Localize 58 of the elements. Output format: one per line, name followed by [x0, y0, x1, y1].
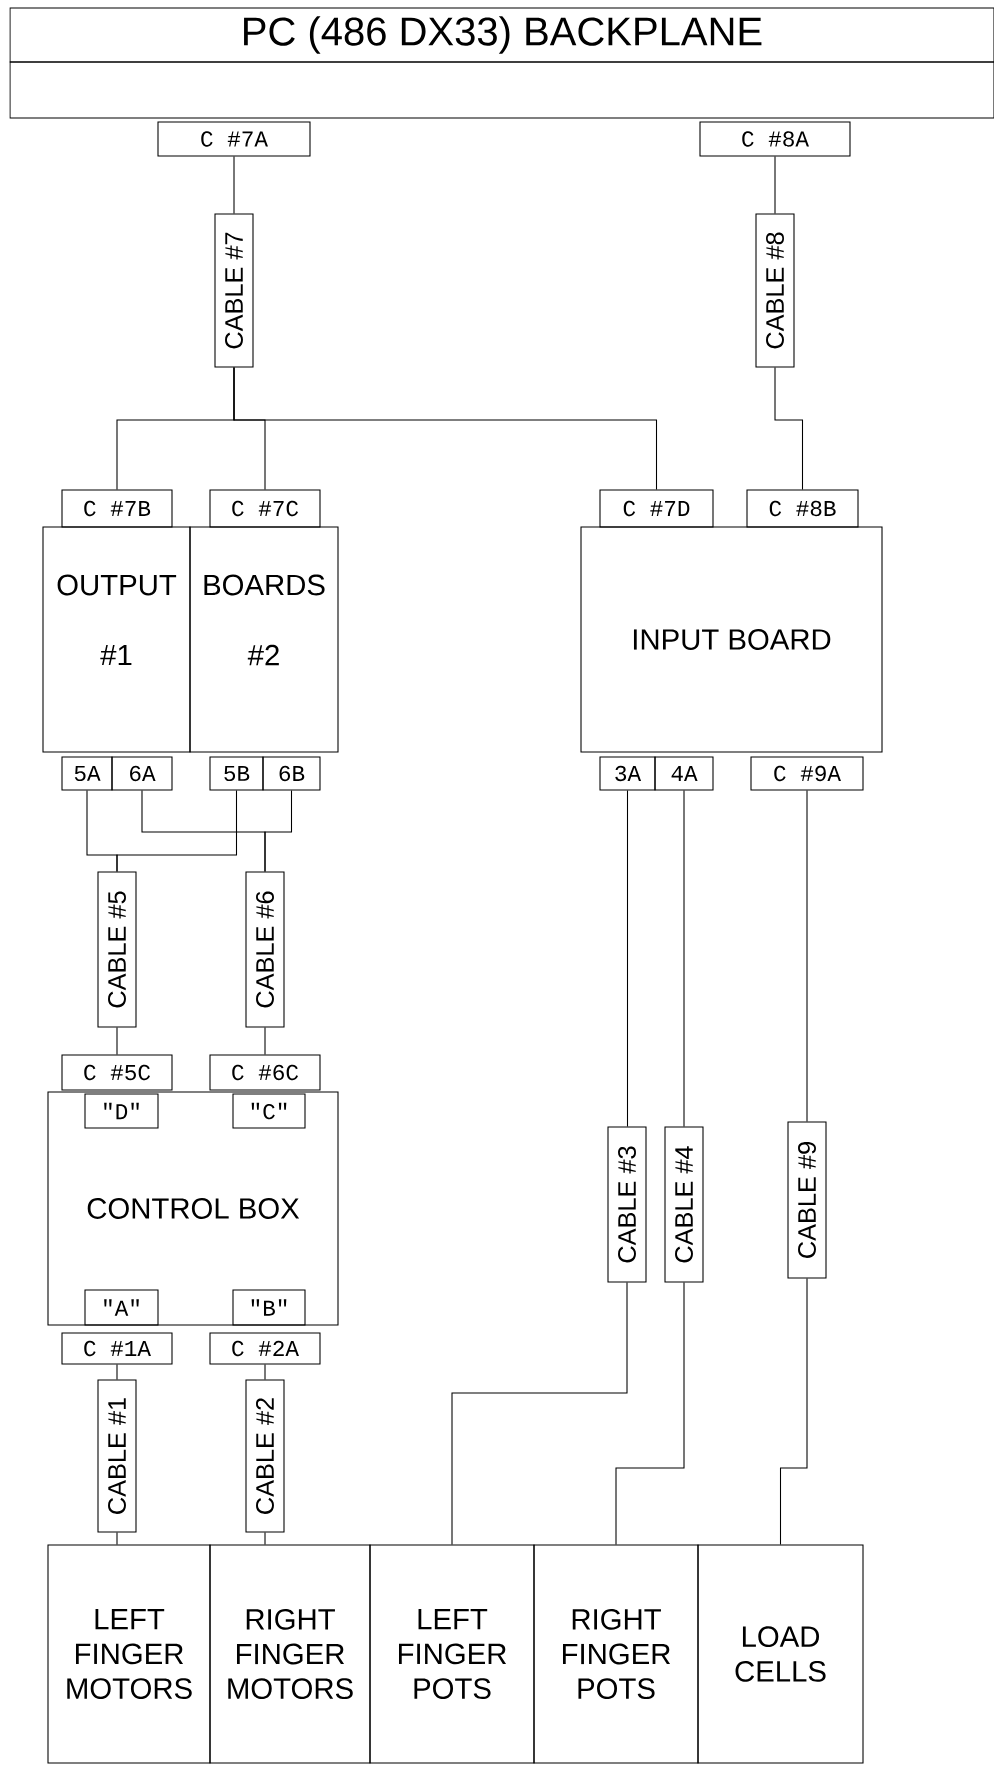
cable-label: CABLE #8	[755, 213, 795, 368]
port-box: "A"	[84, 1289, 159, 1326]
cable-line	[683, 790, 685, 1127]
connector-box: C #7A	[157, 121, 311, 157]
slot-band	[9, 61, 994, 119]
cable-line	[264, 1027, 266, 1055]
cable-label: CABLE #6	[245, 871, 285, 1028]
cable-line	[779, 1278, 808, 1545]
cable-line	[264, 790, 293, 872]
cable-label: CABLE #7	[214, 213, 254, 368]
cable-line	[116, 790, 238, 872]
device-box: LEFT FINGER POTS	[369, 1544, 535, 1764]
connector-box: C #8B	[746, 489, 859, 528]
cable-line	[264, 1364, 266, 1380]
connector-box: 4A	[654, 756, 714, 791]
connector-box: C #7D	[599, 489, 714, 528]
cable-line	[806, 790, 808, 1122]
cable-line	[626, 790, 629, 1127]
cable-label: CABLE #3	[607, 1126, 647, 1283]
board-box: OUTPUT #1	[42, 526, 191, 753]
connector-box: 6A	[111, 756, 173, 791]
cable-label: CABLE #4	[664, 1126, 704, 1283]
device-box: LOAD CELLS	[697, 1544, 864, 1764]
device-box: LEFT FINGER MOTORS	[47, 1544, 211, 1764]
connector-box: 5B	[209, 756, 264, 791]
cable-line	[116, 1532, 118, 1545]
cable-label: CABLE #9	[787, 1121, 827, 1279]
connector-box: C #5C	[61, 1054, 173, 1091]
cable-line	[116, 1027, 118, 1055]
cable-line	[233, 367, 658, 490]
cable-line	[615, 1282, 685, 1545]
device-box: RIGHT FINGER POTS	[533, 1544, 699, 1764]
connector-box: 5A	[61, 756, 113, 791]
connector-box: C #8A	[699, 121, 851, 157]
cable-line	[264, 1532, 266, 1545]
board-box: INPUT BOARD	[580, 526, 883, 753]
connector-box: C #7B	[61, 489, 173, 528]
cable-line	[774, 156, 776, 214]
backplane-band: PC (486 DX33) BACKPLANE	[9, 7, 994, 63]
connector-box: C #6C	[209, 1054, 321, 1091]
cable-label: CABLE #2	[245, 1379, 285, 1533]
connector-box: 6B	[262, 756, 321, 791]
port-box: "D"	[84, 1093, 159, 1129]
cable-line	[233, 156, 235, 214]
connector-box: C #7C	[209, 489, 321, 528]
cable-label: CABLE #5	[97, 871, 137, 1028]
board-box: BOARDS #2	[189, 526, 339, 753]
connector-box: 3A	[599, 756, 656, 791]
cable-line	[451, 1282, 628, 1545]
cable-line	[774, 367, 804, 490]
connector-box: C #2A	[209, 1332, 321, 1365]
port-box: "C"	[232, 1093, 306, 1129]
cable-line	[116, 1364, 118, 1380]
device-box: RIGHT FINGER MOTORS	[209, 1544, 371, 1764]
connector-box: C #1A	[61, 1332, 173, 1365]
connector-box: C #9A	[750, 756, 864, 791]
port-box: "B"	[232, 1289, 306, 1326]
cable-label: CABLE #1	[97, 1379, 137, 1533]
